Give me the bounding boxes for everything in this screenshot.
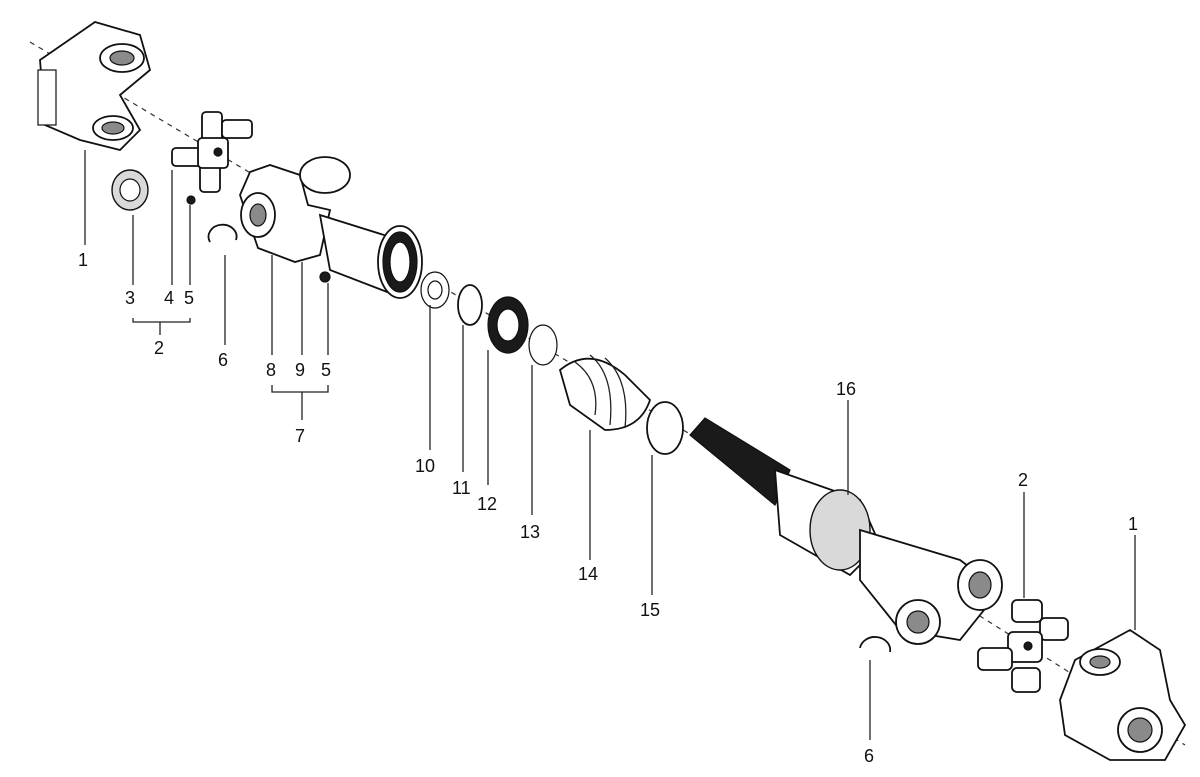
label-part-3: 3: [125, 288, 135, 308]
label-part-14: 14: [578, 564, 598, 584]
label-part-9: 9: [295, 360, 305, 380]
splined-shaft-16: [689, 417, 1003, 645]
label-part-1-lower: 1: [1128, 514, 1138, 534]
flange-yoke-right: [1059, 628, 1187, 761]
ring-15: [646, 401, 684, 455]
label-part-6-upper: 6: [218, 350, 228, 370]
label-part-2-lower: 2: [1018, 470, 1028, 490]
label-part-16: 16: [836, 379, 856, 399]
label-part-4: 4: [164, 288, 174, 308]
circlip-lower: [859, 636, 892, 653]
label-part-7: 7: [295, 426, 305, 446]
universal-joint-cross-upper: [171, 111, 253, 193]
bearing-cup-upper: [111, 169, 149, 211]
label-part-6-lower: 6: [864, 746, 874, 766]
label-part-12: 12: [477, 494, 497, 514]
ring-11: [457, 284, 483, 326]
circlip-upper: [207, 223, 238, 243]
label-part-15: 15: [640, 600, 660, 620]
label-part-5-lower: 5: [321, 360, 331, 380]
washer-13: [528, 324, 558, 366]
washer-10: [420, 271, 450, 309]
grease-nipple-upper: [186, 195, 196, 205]
dust-boot-14: [558, 354, 652, 431]
label-part-10: 10: [415, 456, 435, 476]
seal-12: [487, 296, 529, 354]
label-part-1: 1: [78, 250, 88, 270]
label-part-2-upper: 2: [154, 338, 164, 358]
label-part-5-upper: 5: [184, 288, 194, 308]
label-part-11: 11: [452, 478, 471, 498]
flange-yoke-left: [37, 21, 152, 151]
grease-nipple-sleeve: [319, 271, 331, 283]
label-part-8: 8: [266, 360, 276, 380]
slip-yoke-assembly: [239, 156, 423, 299]
label-part-13: 13: [520, 522, 540, 542]
universal-joint-cross-lower: [977, 599, 1069, 693]
